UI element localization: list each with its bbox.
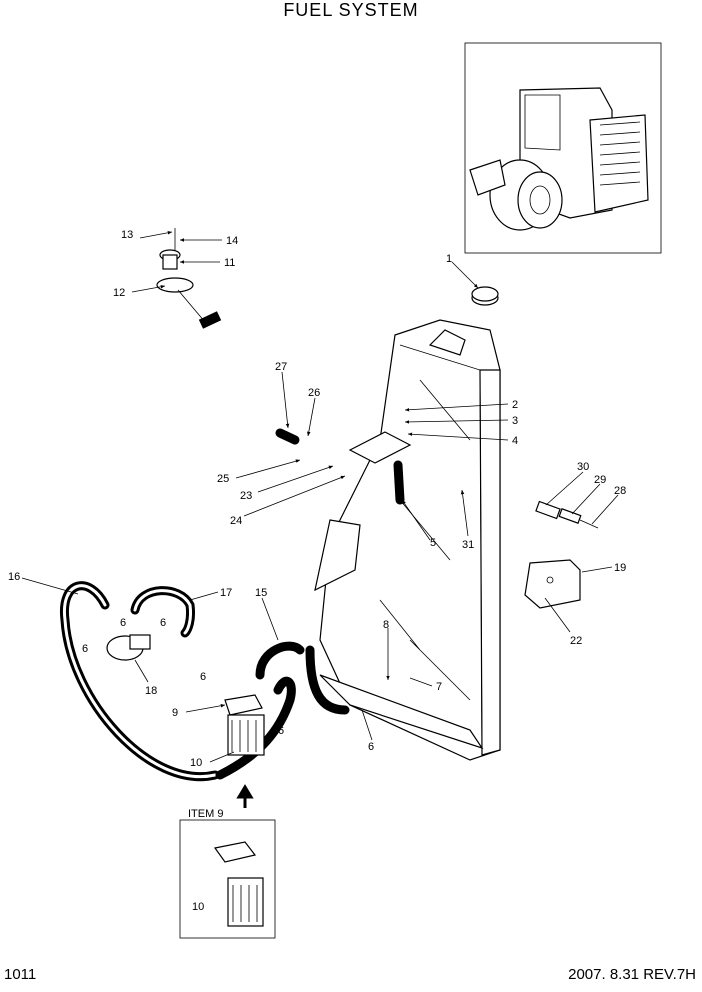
page-title: FUEL SYSTEM — [283, 0, 419, 20]
callout-17: 17 — [220, 587, 232, 599]
callout-7: 7 — [436, 681, 442, 693]
callout-16: 16 — [8, 571, 20, 583]
callout-6f: 6 — [120, 617, 126, 629]
callout-30: 30 — [577, 461, 589, 473]
item9-inset-label: ITEM 9 — [188, 808, 223, 820]
callout-6e: 6 — [368, 741, 374, 753]
callout-29: 29 — [594, 474, 606, 486]
callout-22: 22 — [570, 635, 582, 647]
callout-19: 19 — [614, 562, 626, 574]
callout-13: 13 — [121, 229, 133, 241]
callout-3: 3 — [512, 415, 518, 427]
callout-26: 26 — [308, 387, 320, 399]
callout-4: 4 — [512, 435, 518, 447]
callout-6b: 6 — [160, 617, 166, 629]
leader-lines — [21, 231, 619, 763]
callout-23: 23 — [240, 490, 252, 502]
fuel-tank — [314, 286, 501, 761]
arrow-up-icon — [236, 784, 254, 808]
callout-6c: 6 — [200, 671, 206, 683]
callout-6d: 6 — [278, 725, 284, 737]
tank-base — [319, 674, 484, 750]
callout-6a: 6 — [82, 643, 88, 655]
callout-8: 8 — [383, 619, 389, 631]
callout-10: 10 — [190, 757, 202, 769]
machine-inset — [464, 42, 662, 254]
callout-18: 18 — [145, 685, 157, 697]
callout-14: 14 — [226, 235, 238, 247]
callout-1: 1 — [446, 253, 452, 265]
mounting-bracket — [348, 431, 412, 464]
callout-2: 2 — [512, 399, 518, 411]
callout-27: 27 — [275, 361, 287, 373]
callout-15: 15 — [255, 587, 267, 599]
revision-date: 2007. 8.31 REV.7H — [568, 966, 696, 983]
page-number: 1011 — [4, 966, 37, 983]
reservoir — [524, 559, 581, 609]
callout-5: 5 — [430, 537, 436, 549]
fittings-28-30 — [535, 500, 599, 529]
callout-11: 11 — [224, 257, 235, 269]
item9-inset — [179, 819, 276, 939]
callout-24: 24 — [230, 515, 242, 527]
callout-28: 28 — [614, 485, 626, 497]
transfer-pump — [106, 634, 151, 661]
fuel-hoses — [59, 428, 405, 782]
callout-31: 31 — [462, 539, 474, 551]
fuel-sender — [156, 228, 222, 329]
callout-12: 12 — [113, 287, 125, 299]
callout-25: 25 — [217, 473, 229, 485]
fuel-filter — [224, 694, 265, 756]
callout-9: 9 — [172, 707, 178, 719]
callout-10-inset: 10 — [192, 901, 204, 913]
